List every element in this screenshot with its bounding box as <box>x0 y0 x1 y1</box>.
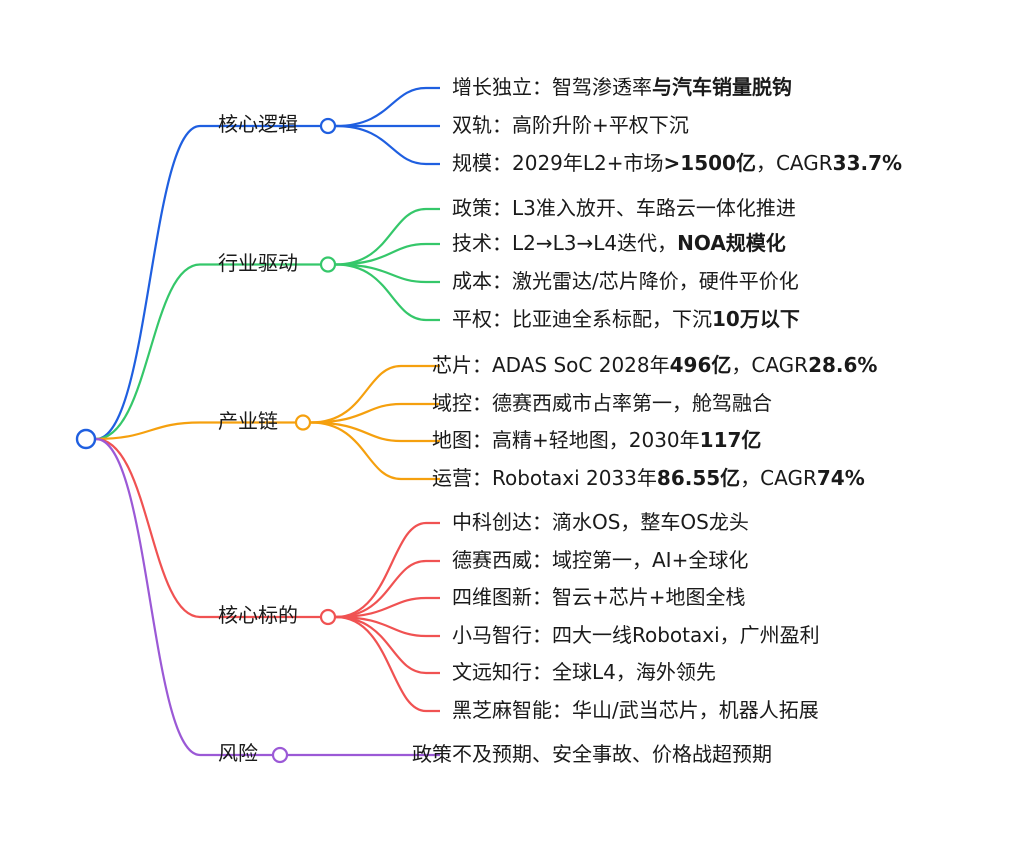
leaf-logic-2[interactable]: 规模：2029年L2+市场>1500亿，CAGR33.7% <box>452 151 902 175</box>
leaf-text-targets-5-0: 黑芝麻智能：华山/武当芯片，机器人拓展 <box>452 698 819 722</box>
leaf-text-risk-0-0: 政策不及预期、安全事故、价格战超预期 <box>412 742 772 766</box>
leaf-targets-5[interactable]: 黑芝麻智能：华山/武当芯片，机器人拓展 <box>452 698 819 722</box>
leaf-text-logic-1-0: 双轨：高阶升阶+平权下沉 <box>452 113 689 137</box>
connector-targets-leaf-1 <box>335 559 440 619</box>
leaf-text-targets-0-0: 中科创达：滴水OS，整车OS龙头 <box>452 510 749 534</box>
connector-driver-leaf-2 <box>335 263 440 284</box>
leaf-text-driver-0-0: 政策：L3准入放开、车路云一体化推进 <box>452 196 796 220</box>
branch-label-logic[interactable]: 核心逻辑 <box>218 112 298 136</box>
leaf-text-chain-3-2: ，CAGR <box>740 466 817 490</box>
leaf-text-driver-2-0: 成本：激光雷达/芯片降价，硬件平价化 <box>452 269 799 293</box>
leaf-text-targets-3-0: 小马智行：四大一线Robotaxi，广州盈利 <box>452 623 820 647</box>
leaf-text-targets-2-0: 四维图新：智云+芯片+地图全栈 <box>452 585 746 609</box>
connector-targets-leaf-4 <box>335 615 440 675</box>
leaf-targets-0[interactable]: 中科创达：滴水OS，整车OS龙头 <box>452 510 749 534</box>
connector-driver-leaf-1 <box>335 242 440 266</box>
branch-node-risk[interactable] <box>271 746 289 764</box>
leaf-text-chain-3-1: 86.55亿 <box>656 466 741 490</box>
connector-targets-leaf-5 <box>335 615 440 713</box>
branch-label-targets[interactable]: 核心标的 <box>218 603 298 627</box>
leaf-text-driver-1-0: 技术：L2→L3→L4迭代， <box>452 231 678 255</box>
leaf-text-logic-0-0: 增长独立：智驾渗透率 <box>452 75 652 99</box>
leaf-text-driver-3-0: 平权：比亚迪全系标配，下沉 <box>452 307 712 331</box>
leaf-chain-0[interactable]: 芯片：ADAS SoC 2028年496亿，CAGR28.6% <box>432 353 877 377</box>
leaf-text-chain-0-2: ，CAGR <box>731 353 809 377</box>
connector-logic-leaf-2 <box>335 124 440 166</box>
connector-driver-leaf-0 <box>335 207 440 266</box>
branch-node-logic[interactable] <box>319 117 337 135</box>
leaf-text-logic-0-1: 与汽车销量脱钩 <box>652 75 792 99</box>
leaf-text-chain-3-3: 74% <box>816 466 865 490</box>
leaf-driver-0[interactable]: 政策：L3准入放开、车路云一体化推进 <box>452 196 796 220</box>
connector-root-driver <box>95 263 320 441</box>
leaf-logic-1[interactable]: 双轨：高阶升阶+平权下沉 <box>452 113 689 137</box>
connector-chain-leaf-1 <box>310 402 440 424</box>
connector-chain-leaf-3 <box>310 421 440 481</box>
branch-label-risk[interactable]: 风险 <box>218 741 258 765</box>
branch-node-driver[interactable] <box>319 256 337 273</box>
leaf-chain-2[interactable]: 地图：高精+轻地图，2030年117亿 <box>432 428 761 452</box>
branch-label-driver[interactable]: 行业驱动 <box>218 250 298 275</box>
leaf-text-targets-1-0: 德赛西威：域控第一，AI+全球化 <box>452 548 749 572</box>
leaf-driver-2[interactable]: 成本：激光雷达/芯片降价，硬件平价化 <box>452 269 799 293</box>
leaf-chain-1[interactable]: 域控：德赛西威市占率第一，舱驾融合 <box>432 391 772 415</box>
leaf-text-logic-2-0: 规模：2029年L2+市场 <box>452 151 664 175</box>
connector-targets-leaf-3 <box>335 615 440 638</box>
branch-node-targets[interactable] <box>319 608 337 626</box>
leaf-text-driver-3-1: 10万以下 <box>712 307 800 331</box>
leaf-driver-3[interactable]: 平权：比亚迪全系标配，下沉10万以下 <box>452 307 800 331</box>
leaf-text-chain-2-0: 地图：高精+轻地图，2030年 <box>432 428 700 452</box>
connector-driver-leaf-3 <box>335 263 440 322</box>
leaf-logic-0[interactable]: 增长独立：智驾渗透率与汽车销量脱钩 <box>452 75 792 99</box>
leaf-text-logic-2-3: 33.7% <box>832 151 903 175</box>
connector-targets-leaf-0 <box>335 521 440 619</box>
root-node[interactable] <box>75 428 97 450</box>
connector-root-targets <box>95 437 320 619</box>
leaf-text-chain-2-1: 117亿 <box>699 428 762 452</box>
connector-root-logic <box>95 124 320 441</box>
branch-label-chain[interactable]: 产业链 <box>218 408 278 433</box>
leaf-text-chain-1-0: 域控：德赛西威市占率第一，舱驾融合 <box>432 391 772 415</box>
connector-targets-leaf-2 <box>335 596 440 619</box>
leaf-targets-2[interactable]: 四维图新：智云+芯片+地图全栈 <box>452 585 746 609</box>
leaf-text-chain-3-0: 运营：Robotaxi 2033年 <box>432 466 657 490</box>
connector-logic-leaf-0 <box>335 86 440 128</box>
leaf-text-chain-0-0: 芯片：ADAS SoC 2028年 <box>432 353 670 377</box>
leaf-targets-1[interactable]: 德赛西威：域控第一，AI+全球化 <box>452 548 748 572</box>
connector-chain-leaf-2 <box>310 421 440 443</box>
leaf-text-targets-4-0: 文远知行：全球L4，海外领先 <box>452 660 716 684</box>
leaf-targets-3[interactable]: 小马智行：四大一线Robotaxi，广州盈利 <box>452 623 820 647</box>
leaf-text-logic-2-1: >1500亿 <box>663 151 756 175</box>
leaf-targets-4[interactable]: 文远知行：全球L4，海外领先 <box>452 660 716 684</box>
branch-node-chain[interactable] <box>294 414 312 431</box>
leaf-text-driver-1-1: NOA规模化 <box>677 231 786 255</box>
leaf-chain-3[interactable]: 运营：Robotaxi 2033年86.55亿，CAGR74% <box>432 466 865 490</box>
leaf-text-logic-2-2: ，CAGR <box>755 151 833 175</box>
leaf-driver-1[interactable]: 技术：L2→L3→L4迭代，NOA规模化 <box>452 231 786 255</box>
connector-chain-leaf-0 <box>310 364 440 424</box>
connector-root-risk <box>95 437 272 757</box>
leaf-text-chain-0-1: 496亿 <box>669 353 732 377</box>
connector-root-chain <box>95 421 295 441</box>
leaf-text-chain-0-3: 28.6% <box>808 353 878 377</box>
leaf-risk-0[interactable]: 政策不及预期、安全事故、价格战超预期 <box>412 742 772 766</box>
